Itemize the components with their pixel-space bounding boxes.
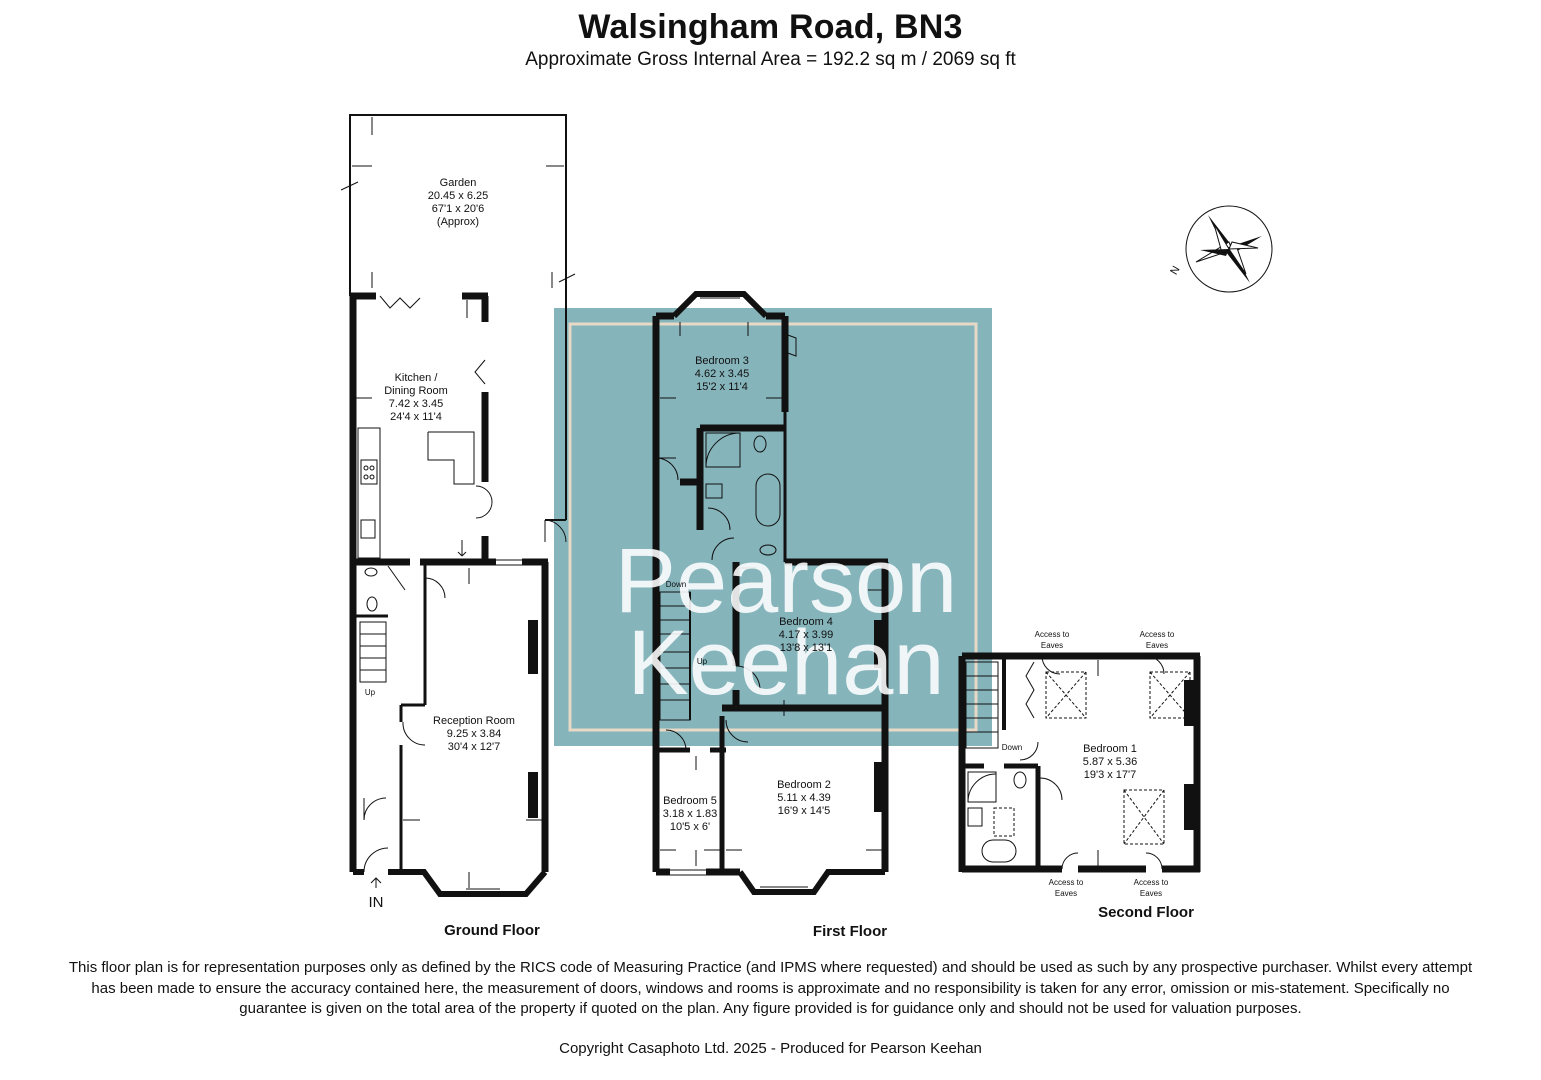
svg-text:Access to: Access to — [1140, 630, 1175, 639]
entrance-label: IN — [369, 894, 384, 911]
svg-text:Eaves: Eaves — [1041, 641, 1063, 650]
first-floor-plan — [652, 291, 889, 895]
room-metric: 7.42 x 3.45 — [389, 398, 443, 410]
room-name: Reception Room — [433, 715, 515, 727]
room-name: Dining Room — [384, 385, 448, 397]
room-metric: 4.62 x 3.45 — [695, 368, 749, 380]
room-metric: 5.11 x 4.39 — [777, 792, 831, 804]
room-imperial: 16'9 x 14'5 — [778, 805, 831, 817]
svg-text:Eaves: Eaves — [1055, 889, 1077, 898]
room-kitchen: Kitchen / Dining Room 7.42 x 3.45 24'4 x… — [384, 372, 448, 423]
watermark-line1: Pearson — [615, 530, 958, 632]
stairs-up-label: Up — [697, 657, 708, 666]
second-floor-label: Second Floor — [1098, 904, 1194, 921]
room-bedroom2: Bedroom 2 5.11 x 4.39 16'9 x 14'5 — [777, 779, 831, 817]
room-name: Bedroom 4 — [779, 616, 833, 628]
room-metric: 9.25 x 3.84 — [447, 728, 501, 740]
room-name: Bedroom 2 — [777, 779, 831, 791]
room-reception: Reception Room 9.25 x 3.84 30'4 x 12'7 — [433, 715, 515, 753]
room-note: (Approx) — [437, 216, 479, 228]
room-metric: 5.87 x 5.36 — [1083, 756, 1137, 768]
room-imperial: 19'3 x 17'7 — [1084, 769, 1137, 781]
room-imperial: 13'8 x 13'1 — [780, 642, 833, 654]
room-name: Kitchen / — [395, 372, 439, 384]
room-name: Bedroom 3 — [695, 355, 749, 367]
watermark-panel — [554, 308, 992, 746]
stairs-up-label: Up — [365, 688, 376, 697]
disclaimer: This floor plan is for representation pu… — [68, 959, 1473, 1017]
room-labels: Garden 20.45 x 6.25 67'1 x 20'6 (Approx)… — [365, 177, 1194, 940]
ground-floor-plan — [340, 114, 576, 897]
stairs-down-label: Down — [1002, 743, 1022, 752]
watermark-frame — [568, 322, 978, 732]
compass-rose-icon — [1185, 205, 1273, 293]
watermark — [554, 308, 992, 746]
copyright: Copyright Casaphoto Ltd. 2025 - Produced… — [559, 1040, 982, 1057]
room-imperial: 24'4 x 11'4 — [390, 411, 442, 423]
room-metric: 20.45 x 6.25 — [428, 190, 489, 202]
room-name: Bedroom 5 — [663, 795, 717, 807]
room-metric: 4.17 x 3.99 — [779, 629, 833, 641]
eaves-access-top-left: Access to Eaves — [1035, 630, 1070, 650]
room-name: Bedroom 1 — [1083, 743, 1137, 755]
watermark-line2: Keehan — [627, 612, 944, 714]
first-floor-label: First Floor — [813, 923, 887, 940]
svg-text:Eaves: Eaves — [1140, 889, 1162, 898]
compass-north-label: N — [1168, 264, 1182, 277]
second-floor-plan — [958, 652, 1201, 873]
plan-title: Walsingham Road, BN3 — [578, 8, 963, 46]
ground-floor-label: Ground Floor — [444, 922, 540, 939]
room-bedroom5: Bedroom 5 3.18 x 1.83 10'5 x 6' — [663, 795, 717, 833]
room-bedroom1: Bedroom 1 5.87 x 5.36 19'3 x 17'7 — [1083, 743, 1137, 781]
room-bedroom3: Bedroom 3 4.62 x 3.45 15'2 x 11'4 — [695, 355, 749, 393]
svg-text:Access to: Access to — [1134, 878, 1169, 887]
room-bedroom4: Bedroom 4 4.17 x 3.99 13'8 x 13'1 — [779, 616, 833, 654]
room-imperial: 10'5 x 6' — [670, 821, 710, 833]
gross-area: Approximate Gross Internal Area = 192.2 … — [525, 49, 1016, 70]
room-name: Garden — [440, 177, 477, 189]
svg-text:Access to: Access to — [1049, 878, 1084, 887]
room-metric: 3.18 x 1.83 — [663, 808, 717, 820]
eaves-access-bottom-right: Access to Eaves — [1134, 878, 1169, 898]
garden-outline — [349, 114, 567, 520]
eaves-access-top-right: Access to Eaves — [1140, 630, 1175, 650]
room-imperial: 67'1 x 20'6 — [432, 203, 485, 215]
room-imperial: 30'4 x 12'7 — [448, 741, 501, 753]
stairs-down-label: Down — [666, 580, 686, 589]
room-garden: Garden 20.45 x 6.25 67'1 x 20'6 (Approx) — [428, 177, 489, 228]
room-imperial: 15'2 x 11'4 — [696, 381, 748, 393]
svg-text:Eaves: Eaves — [1146, 641, 1168, 650]
svg-text:Access to: Access to — [1035, 630, 1070, 639]
eaves-access-bottom-left: Access to Eaves — [1049, 878, 1084, 898]
